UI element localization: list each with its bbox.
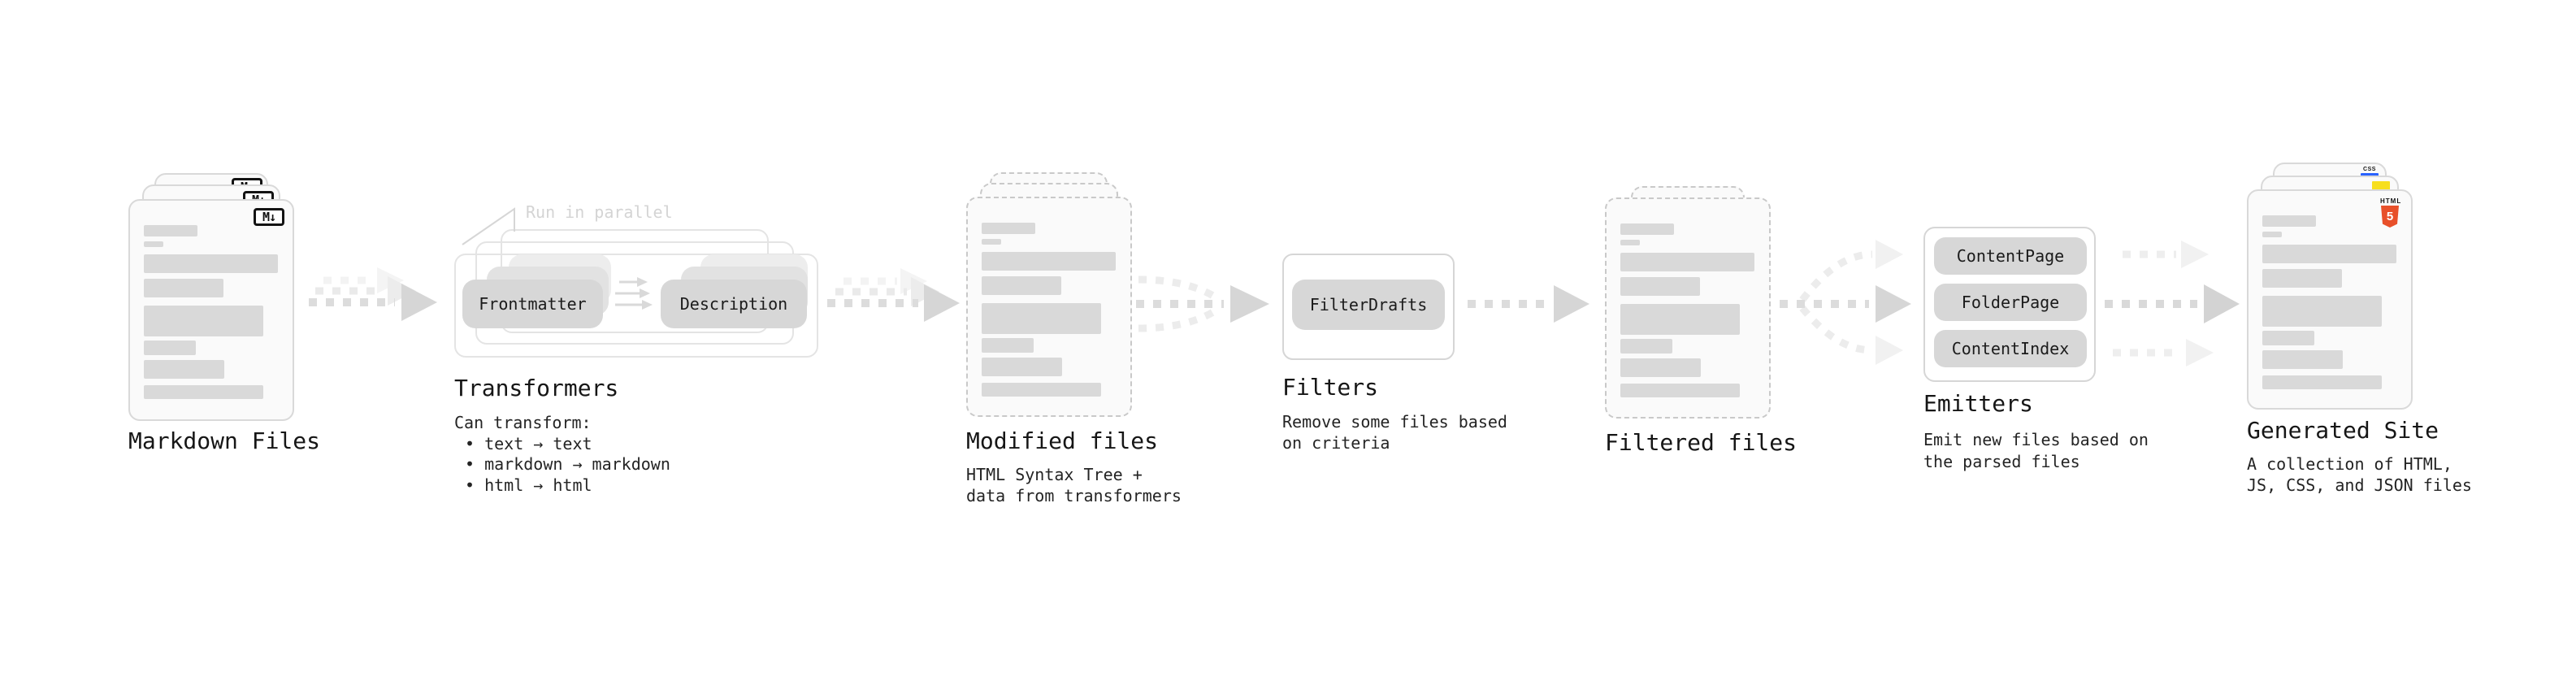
placeholder-line xyxy=(982,223,1035,234)
placeholder-line xyxy=(982,383,1101,397)
description-line: Remove some files based xyxy=(1282,412,1507,432)
emitters-label: Emitters xyxy=(1923,390,2033,417)
generated-site-description: A collection of HTML, JS, CSS, and JSON … xyxy=(2247,453,2472,496)
filters-description: Remove some files based on criteria xyxy=(1282,411,1507,453)
placeholder-line xyxy=(144,306,263,336)
placeholder-line xyxy=(1620,240,1640,245)
transformers-label: Transformers xyxy=(454,375,619,401)
placeholder-line xyxy=(2262,232,2282,237)
plugin-folderpage: FolderPage xyxy=(1934,284,2087,321)
transformer-layer-front xyxy=(454,254,818,358)
flow-arrow-markdown-to-transformers xyxy=(309,267,437,321)
placeholder-line xyxy=(144,279,223,297)
placeholder-line xyxy=(2262,375,2382,389)
placeholder-line xyxy=(982,239,1001,245)
markdown-icon: M↓ xyxy=(254,208,284,226)
placeholder-line xyxy=(2262,245,2396,263)
description-line: on criteria xyxy=(1282,433,1390,453)
flow-arrow-modified-to-filters xyxy=(1136,275,1269,332)
placeholder-line xyxy=(982,338,1034,353)
description-line: the parsed files xyxy=(1923,452,2080,471)
transformers-bullet: • markdown → markdown xyxy=(465,454,670,474)
css-file-icon: CSS xyxy=(2361,167,2379,177)
placeholder-line xyxy=(982,303,1101,334)
file-card-front: HTML 5 xyxy=(2247,189,2413,410)
css-bar xyxy=(2361,173,2379,177)
placeholder-line xyxy=(1620,304,1740,335)
placeholder-line xyxy=(1620,358,1701,377)
modified-files-description: HTML Syntax Tree + data from transformer… xyxy=(966,464,1182,506)
transformers-bullet: • text → text xyxy=(465,433,592,453)
flow-arrow-transformers-to-modified xyxy=(827,268,960,322)
placeholder-line xyxy=(144,340,196,355)
file-card-front: M↓ xyxy=(128,199,294,421)
html5-shield: 5 xyxy=(2381,206,2399,228)
placeholder-line xyxy=(1620,223,1674,235)
plugin-filterdrafts: FilterDrafts xyxy=(1292,280,1445,330)
description-line: data from transformers xyxy=(966,486,1182,505)
placeholder-line xyxy=(2262,296,2382,327)
placeholder-line xyxy=(982,358,1062,376)
plugin-contentindex: ContentIndex xyxy=(1934,330,2087,367)
file-card-front xyxy=(1605,197,1771,419)
filtered-files-label: Filtered files xyxy=(1605,429,1798,456)
placeholder-line xyxy=(2262,269,2342,288)
placeholder-line xyxy=(2262,350,2343,369)
generated-site-label: Generated Site xyxy=(2247,417,2439,444)
plugin-description: Description xyxy=(661,280,807,328)
placeholder-line xyxy=(1620,277,1700,296)
placeholder-line xyxy=(982,252,1116,271)
placeholder-line xyxy=(982,276,1061,295)
html5-icon: HTML 5 xyxy=(2380,197,2400,228)
placeholder-line xyxy=(144,241,163,247)
transformers-description-heading: Can transform: xyxy=(454,413,592,432)
placeholder-line xyxy=(144,385,263,399)
emitters-description: Emit new files based on the parsed files xyxy=(1923,429,2149,473)
description-line: JS, CSS, and JSON files xyxy=(2247,475,2472,495)
markdown-files-label: Markdown Files xyxy=(128,427,321,454)
flow-arrow-emitters-to-generated xyxy=(2105,241,2240,367)
plugin-contentpage: ContentPage xyxy=(1934,237,2087,275)
description-line: A collection of HTML, xyxy=(2247,454,2452,474)
placeholder-line xyxy=(2262,215,2316,227)
plugin-frontmatter: Frontmatter xyxy=(462,280,603,328)
description-line: Emit new files based on xyxy=(1923,430,2149,449)
file-card-front xyxy=(966,197,1132,417)
placeholder-line xyxy=(1620,339,1672,354)
placeholder-line xyxy=(144,360,224,379)
placeholder-line xyxy=(144,225,197,236)
flow-arrow-filters-to-filtered xyxy=(1468,285,1589,323)
placeholder-line xyxy=(1620,253,1754,271)
placeholder-line xyxy=(1620,384,1740,397)
run-in-parallel-callout: Run in parallel xyxy=(526,202,673,222)
placeholder-line xyxy=(144,254,278,273)
filters-label: Filters xyxy=(1282,374,1379,401)
transformers-description: Can transform: • text → text • markdown … xyxy=(454,413,670,496)
transformers-bullet: • html → html xyxy=(465,475,592,495)
description-line: HTML Syntax Tree + xyxy=(966,465,1143,484)
modified-files-label: Modified files xyxy=(966,427,1159,454)
flow-arrow-filtered-to-emitters xyxy=(1780,240,1911,365)
placeholder-line xyxy=(2262,331,2314,345)
